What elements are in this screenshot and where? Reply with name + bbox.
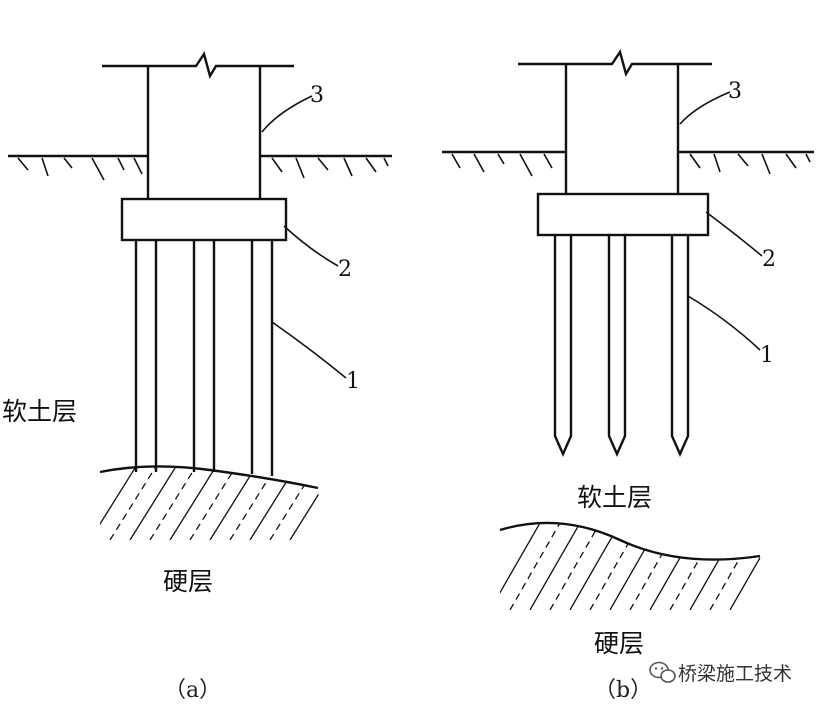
label-3-a: 3 xyxy=(310,83,324,108)
diagram-b: 3 2 1 软土层 硬层 （b） xyxy=(442,49,814,703)
wechat-icon xyxy=(649,661,676,683)
hard-layer-hatch-a xyxy=(100,466,322,540)
ground-hatch-b xyxy=(451,153,811,177)
leader-1-b xyxy=(687,295,761,351)
label-1-b: 1 xyxy=(760,343,774,368)
top-beam-b xyxy=(518,49,712,78)
label-2-a: 2 xyxy=(338,257,352,282)
top-beam-a xyxy=(102,51,294,80)
watermark: 桥梁施工技术 xyxy=(649,661,792,685)
label-1-a: 1 xyxy=(346,369,360,394)
diagram-a: 3 2 1 软土层 硬层 （a） xyxy=(2,51,392,703)
leader-2-a xyxy=(283,225,339,267)
hard-layer-label-a: 硬层 xyxy=(163,567,213,596)
piles-b xyxy=(553,235,690,457)
label-3-b: 3 xyxy=(728,79,742,104)
caption-b: （b） xyxy=(594,678,652,703)
hard-layer-hatch-b xyxy=(500,522,764,610)
soft-layer-label-a: 软土层 xyxy=(2,397,77,426)
pile-cap-b xyxy=(536,192,710,237)
watermark-text: 桥梁施工技术 xyxy=(678,663,792,685)
leader-3-a xyxy=(261,95,313,133)
pile-cap-a xyxy=(120,197,288,242)
leader-1-a xyxy=(271,321,347,379)
leader-2-b xyxy=(705,211,763,257)
ground-hatch-a xyxy=(17,157,389,181)
label-2-b: 2 xyxy=(762,247,776,272)
soft-layer-label-b: 软土层 xyxy=(577,483,652,512)
leader-3-b xyxy=(679,91,731,125)
piles-a xyxy=(134,240,274,476)
hard-layer-top-b xyxy=(499,521,761,561)
hard-layer-label-b: 硬层 xyxy=(594,629,644,658)
hard-layer-top-a xyxy=(99,465,319,490)
caption-a: （a） xyxy=(164,678,221,703)
